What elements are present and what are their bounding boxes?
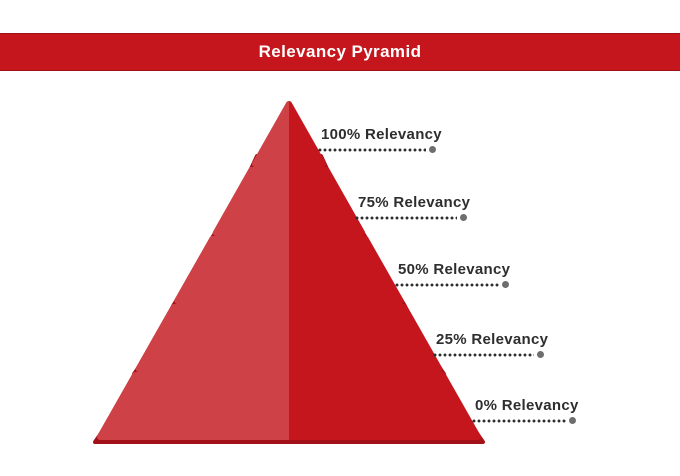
pyramid-tier-100 xyxy=(252,101,326,167)
level-label-50: 50% Relevancy xyxy=(395,261,511,288)
connector-dotted-line xyxy=(472,418,566,423)
connector-dotted-line xyxy=(355,215,457,220)
level-label-100: 100% Relevancy xyxy=(318,126,442,153)
connector-end-dot xyxy=(502,281,509,288)
pyramid-tier-50 xyxy=(174,236,404,304)
level-label-text: 0% Relevancy xyxy=(475,397,579,414)
connector-end-dot xyxy=(460,214,467,221)
level-label-text: 100% Relevancy xyxy=(321,126,442,143)
pyramid-tier-0 xyxy=(97,372,481,440)
connector-end-dot xyxy=(569,417,576,424)
level-label-0: 0% Relevancy xyxy=(472,397,579,424)
connector-dotted-line xyxy=(395,282,499,287)
connector-end-dot xyxy=(537,351,544,358)
connector-end-dot xyxy=(429,146,436,153)
pyramid-tier-25 xyxy=(135,304,443,372)
level-label-text: 75% Relevancy xyxy=(358,194,471,211)
connector-dotted-line xyxy=(318,147,426,152)
level-label-25: 25% Relevancy xyxy=(433,331,549,358)
page-title: Relevancy Pyramid xyxy=(258,42,422,61)
level-label-text: 50% Relevancy xyxy=(398,261,511,278)
pyramid-tier-75 xyxy=(212,167,366,236)
header-banner: Relevancy Pyramid xyxy=(0,33,680,71)
connector-dotted-line xyxy=(433,352,534,357)
level-label-text: 25% Relevancy xyxy=(436,331,549,348)
level-label-75: 75% Relevancy xyxy=(355,194,471,221)
